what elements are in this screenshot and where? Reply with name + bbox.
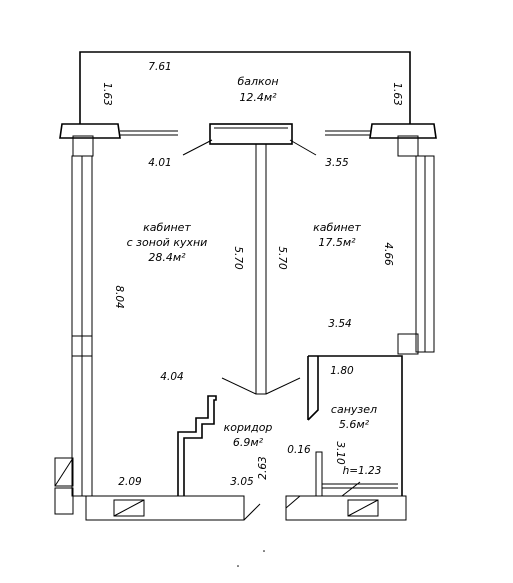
bathroom-name: санузел [331,403,377,416]
corridor-partition [177,395,217,496]
right-room-name: кабинет [313,221,361,234]
top-wall [59,123,437,157]
mark-dot [237,565,239,567]
dim-bath-width: 1.80 [330,365,354,377]
right-wall [397,155,435,355]
dim-balcony-depth-left: 1.63 [101,82,113,105]
dim-right-window: 3.55 [325,157,349,169]
balcony [79,51,411,125]
dim-small-offset: 0.16 [287,444,311,456]
corridor-area: 6.9м² [233,436,264,449]
dim-left-window: 4.01 [148,157,171,169]
dim-right-room-length: 4.66 [382,242,394,266]
corridor-name: коридор [224,421,273,434]
bathroom-area: 5.6м² [339,418,370,431]
left-wall [54,155,93,515]
dim-bath-depth: 3.10 [334,441,346,465]
balcony-name: балкон [237,75,278,88]
mark-dot [263,550,265,552]
left-room-name: кабинет [143,221,191,234]
bathroom-height: h=1.23 [343,465,382,477]
leader-lines [182,139,317,156]
dim-partition-right: 5.70 [276,246,288,270]
dim-right-room-width: 3.54 [328,318,351,330]
dim-corridor-width: 3.05 [230,476,254,488]
left-room-subname: с зоной кухни [127,236,208,249]
balcony-area: 12.4м² [239,91,277,104]
dim-balcony-depth-right: 1.63 [391,82,403,105]
dim-partition-left: 5.70 [232,246,244,270]
dim-left-room-length: 8.04 [113,285,125,308]
dim-corridor-length: 2.63 [257,456,269,479]
left-room-area: 28.4м² [148,251,186,264]
central-partition [221,143,301,395]
bottom-wall [85,495,407,521]
dim-bottom-left: 2.09 [118,476,142,488]
dim-left-room-width: 4.04 [160,371,183,383]
right-room-area: 17.5м² [318,236,356,249]
dim-balcony-width: 7.61 [148,61,171,73]
